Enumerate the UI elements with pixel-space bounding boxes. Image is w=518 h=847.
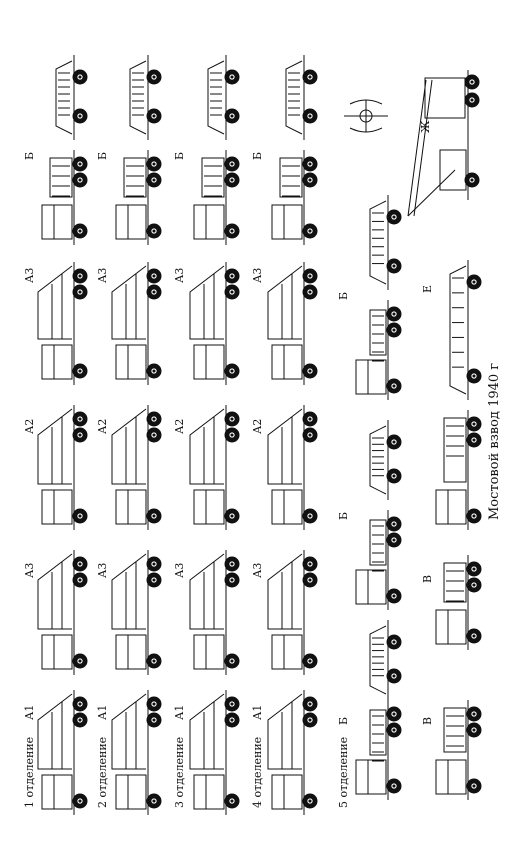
squad-4-truck-a2 bbox=[267, 405, 318, 530]
squad-3-truck-a1 bbox=[189, 690, 240, 815]
bottom-vehicle-boat-carrier bbox=[435, 410, 482, 530]
squad-1-truck-a2 bbox=[37, 405, 88, 530]
squad-3-truck-a3-2 bbox=[189, 262, 240, 385]
squad-2-truck-a1 bbox=[111, 690, 162, 815]
squad-4-truck-a3-2 bbox=[267, 262, 318, 385]
squad-2-tractor-b bbox=[115, 150, 162, 245]
squad-1-truck-a3-1 bbox=[37, 550, 88, 675]
squad-2-truck-a2 bbox=[111, 405, 162, 530]
squad-4-trailer-b bbox=[285, 55, 318, 140]
squad-1-tractor-b bbox=[41, 150, 88, 245]
squad-5-trailer-3 bbox=[369, 195, 402, 290]
squad-3-trailer-b bbox=[207, 55, 240, 140]
squad-4-truck-a1 bbox=[267, 690, 318, 815]
squad-5-trailer-1 bbox=[369, 620, 402, 700]
squad-2-truck-a3-2 bbox=[111, 262, 162, 385]
bottom-vehicle-v-1 bbox=[435, 700, 482, 800]
squad-1-truck-a3-2 bbox=[37, 262, 88, 385]
squad-2-truck-a3-1 bbox=[111, 550, 162, 675]
squad-1-trailer-b bbox=[55, 55, 88, 140]
squad-5-truck-b-3 bbox=[355, 300, 402, 400]
anchor-emblem-icon bbox=[344, 99, 388, 133]
squad-1-truck-a1 bbox=[37, 690, 88, 815]
squad-4-truck-a3-1 bbox=[267, 550, 318, 675]
squad-5-truck-b-2 bbox=[355, 510, 402, 610]
squad-2-trailer-b bbox=[129, 55, 162, 140]
squad-5-truck-b-1 bbox=[355, 700, 402, 800]
squad-4-tractor-b bbox=[271, 150, 318, 245]
squad-3-truck-a3-1 bbox=[189, 550, 240, 675]
bottom-boat-trailer-e bbox=[449, 260, 482, 400]
bottom-vehicle-v-2 bbox=[435, 555, 482, 650]
crane-truck-zh bbox=[407, 70, 480, 217]
squad-3-truck-a2 bbox=[189, 405, 240, 530]
squad-3-tractor-b bbox=[193, 150, 240, 245]
squad-5-trailer-2 bbox=[369, 420, 402, 500]
